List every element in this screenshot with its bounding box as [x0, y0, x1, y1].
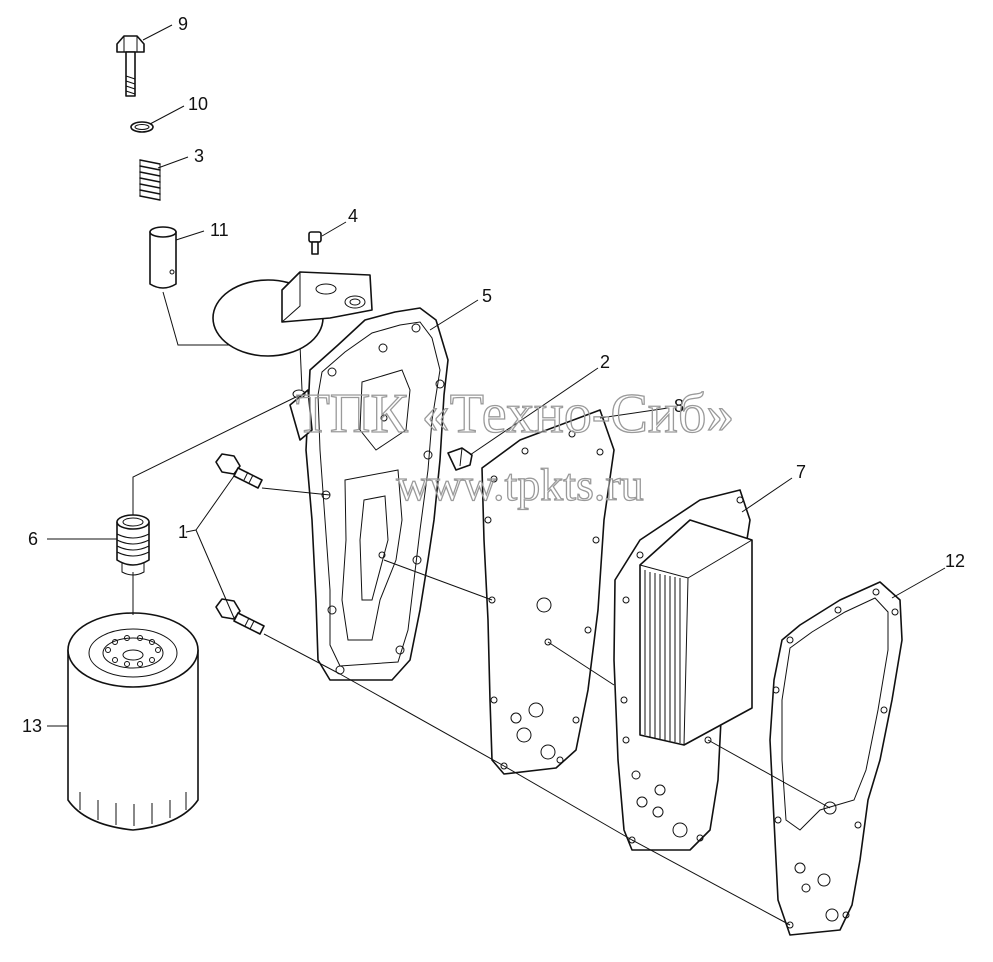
part-4-plug [308, 231, 322, 255]
part-12-gasket [769, 581, 903, 936]
callout-10: 10 [188, 94, 208, 114]
callout-3: 3 [194, 146, 204, 166]
part-6-nipple [116, 514, 150, 576]
callout-4: 4 [348, 206, 358, 226]
leader-lines [47, 24, 946, 727]
callout-7: 7 [796, 462, 806, 482]
callout-labels: 9 10 3 11 4 5 2 8 7 12 1 6 13 [22, 14, 965, 736]
watermark-company: ТПК «Техно-Сиб» [296, 383, 735, 445]
watermark-url: www.tpkts.ru [396, 459, 643, 510]
callout-12: 12 [945, 551, 965, 571]
callout-1: 1 [178, 522, 188, 542]
part-10-o-ring [130, 121, 154, 133]
part-1-bolts [215, 453, 265, 635]
callout-5: 5 [482, 286, 492, 306]
part-2-plug [447, 447, 473, 471]
part-13-oil-filter [67, 612, 199, 831]
part-7-oil-cooler [613, 489, 753, 851]
part-5-filter-head-housing [212, 271, 449, 681]
part-3-spring [139, 159, 161, 201]
callout-6: 6 [28, 529, 38, 549]
callout-8: 8 [674, 396, 684, 416]
callout-11: 11 [210, 220, 229, 240]
watermark: ТПК «Техно-Сиб» www.tpkts.ru [295, 382, 735, 510]
part-8-gasket-plate [481, 409, 615, 775]
part-9-bolt [116, 35, 145, 97]
callout-13: 13 [22, 716, 42, 736]
callout-9: 9 [178, 14, 188, 34]
callout-2: 2 [600, 352, 610, 372]
assembly-lines [132, 394, 831, 926]
part-11-piston [149, 226, 177, 289]
